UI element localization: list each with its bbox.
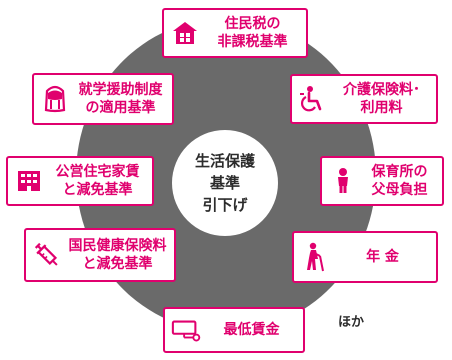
box-hoiku: 保育所の 父母負担 bbox=[320, 156, 444, 206]
label-jumin-zei: 住民税の 非課税基準 bbox=[217, 16, 288, 50]
box-shugaku: 就学援助制度 の適用基準 bbox=[32, 73, 174, 125]
syringe-icon bbox=[32, 240, 62, 270]
label-shugaku: 就学援助制度 の適用基準 bbox=[78, 82, 163, 116]
center-line-2: 基準 bbox=[209, 174, 240, 192]
center-line-1: 生活保護 bbox=[194, 152, 255, 170]
child-icon bbox=[328, 166, 358, 196]
label-nenkin: 年 金 bbox=[366, 249, 399, 265]
box-chingin: 最低賃金 bbox=[163, 307, 305, 353]
box-kokuho: 国民健康保険料 と減免基準 bbox=[24, 228, 176, 282]
box-koei: 公営住宅家賃 と減免基準 bbox=[6, 156, 154, 206]
center-line-3: 引下げ bbox=[202, 196, 248, 214]
box-nenkin: 年 金 bbox=[292, 231, 438, 283]
wage-sign-icon bbox=[171, 315, 201, 345]
wheelchair-icon bbox=[298, 84, 328, 114]
center-circle: 生活保護 基準 引下げ bbox=[172, 130, 278, 236]
label-koei: 公営住宅家賃 と減免基準 bbox=[55, 164, 140, 198]
box-jumin-zei: 住民税の 非課税基準 bbox=[162, 8, 308, 58]
elderly-person-icon bbox=[300, 242, 330, 272]
apartment-building-icon bbox=[14, 166, 44, 196]
school-backpack-icon bbox=[40, 84, 70, 114]
label-chingin: 最低賃金 bbox=[223, 322, 280, 338]
label-kokuho: 国民健康保険料 と減免基準 bbox=[68, 238, 167, 272]
others-note: ほか bbox=[338, 315, 365, 330]
label-hoiku: 保育所の 父母負担 bbox=[371, 164, 428, 198]
label-kaigo: 介護保険料･ 利用料 bbox=[343, 82, 420, 116]
box-kaigo: 介護保険料･ 利用料 bbox=[290, 74, 438, 124]
house-icon bbox=[170, 18, 200, 48]
